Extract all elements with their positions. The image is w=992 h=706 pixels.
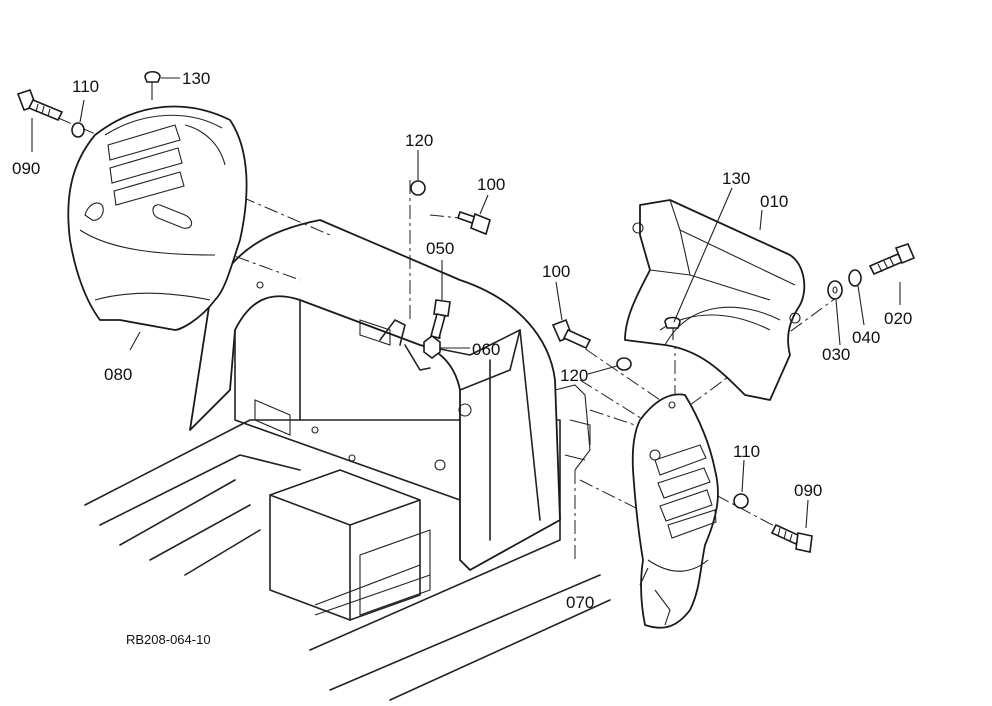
label-060: 060 xyxy=(472,340,500,359)
label-040: 040 xyxy=(852,328,880,347)
nut-060-icon xyxy=(423,335,441,359)
washer-120-mid-icon xyxy=(616,357,632,371)
label-030: 030 xyxy=(822,345,850,364)
label-080: 080 xyxy=(104,365,132,384)
label-090-right: 090 xyxy=(794,481,822,500)
label-100-top: 100 xyxy=(477,175,505,194)
tractor-body xyxy=(84,219,611,701)
label-110-left: 110 xyxy=(72,77,99,96)
bolt-020-icon xyxy=(868,243,916,276)
washer-120-top-icon xyxy=(410,180,426,196)
leader-lines xyxy=(31,77,901,586)
hardware xyxy=(16,70,916,553)
label-070: 070 xyxy=(566,593,594,612)
washer-110-right-icon xyxy=(733,493,749,509)
clip-130-right-icon xyxy=(664,316,681,340)
label-100-mid: 100 xyxy=(542,262,570,281)
lockwasher-040-icon xyxy=(848,269,862,287)
label-090-left: 090 xyxy=(12,159,40,178)
label-050: 050 xyxy=(426,239,454,258)
label-130-left: 130 xyxy=(182,69,210,88)
label-110-right: 110 xyxy=(733,442,760,461)
clip-130-left-icon xyxy=(144,70,161,100)
washer-110-left-icon xyxy=(71,122,85,138)
left-fender-cover-080 xyxy=(67,105,248,331)
bolt-090-left-icon xyxy=(16,88,64,122)
right-fender-cover-010 xyxy=(624,199,806,401)
bolt-100-top-icon xyxy=(456,210,491,236)
bolt-050-icon xyxy=(430,299,451,339)
label-120-top: 120 xyxy=(405,131,433,150)
bolt-100-mid-icon xyxy=(551,318,592,350)
drawing-code: RB208-064-10 xyxy=(126,632,211,647)
part-labels: 090 110 130 080 120 100 050 060 100 120 … xyxy=(12,69,912,612)
right-front-cover-070 xyxy=(631,393,719,629)
label-010: 010 xyxy=(760,192,788,211)
washer-030-icon xyxy=(827,280,843,300)
label-020: 020 xyxy=(884,309,912,328)
bolt-090-right-icon xyxy=(770,523,813,553)
label-130-right: 130 xyxy=(722,169,750,188)
label-120-mid: 120 xyxy=(560,366,588,385)
